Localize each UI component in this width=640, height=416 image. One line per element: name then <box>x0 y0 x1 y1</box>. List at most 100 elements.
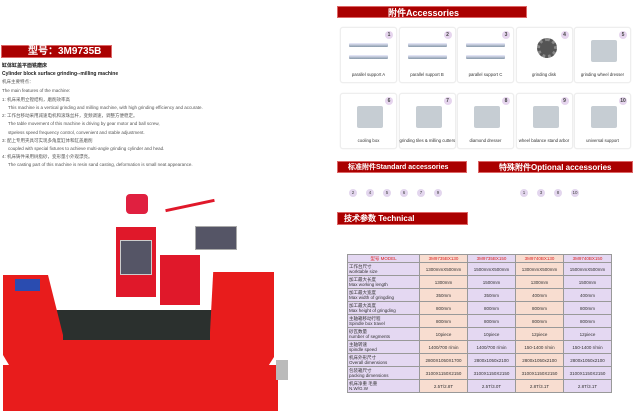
standard-accessory-number: 6 <box>400 189 408 197</box>
standard-accessory-number: 7 <box>417 189 425 197</box>
accessory-label: parallel support B <box>410 72 444 77</box>
standard-accessory-number: 5 <box>383 189 391 197</box>
accessory-label: parallel support A <box>351 72 386 77</box>
item-en: stpeless speed frequency control, conven… <box>8 130 145 135</box>
item-en: This machine is a vertical grinding and … <box>8 105 203 110</box>
accessory-number: 5 <box>619 31 627 39</box>
spec-value: 400mm <box>515 288 564 302</box>
accessory-label: diamond dresser <box>469 138 502 143</box>
spec-label-cn: 加工最大高度 <box>349 303 376 308</box>
spec-value: 1300mm <box>419 275 468 289</box>
features-en: The main features of the machine: <box>2 88 71 93</box>
spec-value: 1500mmX500mm <box>563 262 612 276</box>
standard-accessory-number: 9 <box>434 189 442 197</box>
spec-value: 2800x1050x2100 <box>515 353 564 367</box>
spec-label-cn: 加工最大宽度 <box>349 290 376 295</box>
name-en: Cylinder block surface grinding--milling… <box>2 71 119 77</box>
spec-label-en: Max working length <box>349 282 388 287</box>
accessory-label: grinding tiles & milling cutters <box>399 138 456 143</box>
spec-value: 800mm <box>419 314 468 328</box>
accessory-image <box>525 38 564 66</box>
optional-accessories-bar: 特殊附件Optional accessories <box>478 161 633 173</box>
spec-value: 12piece <box>515 327 564 341</box>
accessory-label: cooling box <box>357 138 380 143</box>
spec-label-en: packing dimensions <box>349 373 389 378</box>
spec-label-en: number of segments <box>349 334 391 339</box>
spec-value: 800mm <box>419 301 468 315</box>
accessory-number: 8 <box>502 97 510 105</box>
accessory-image <box>407 38 447 66</box>
tech-spec-title-bar: 技术参数 Technical Specifications <box>337 212 468 235</box>
spec-label-cn: 砂瓦数量 <box>349 329 367 334</box>
accessory-label: wheel balance stand arbor <box>518 138 570 143</box>
item-cn: 3: 配上专用夹具可实现多角度缸体和缸盖磨削 <box>2 138 93 143</box>
spec-value: 10piece <box>467 327 516 341</box>
spec-header-cell: 3M9740BX130 <box>515 254 564 263</box>
spec-value: 800mm <box>563 314 612 328</box>
spec-value: 800mm <box>467 314 516 328</box>
spec-value: 1500mmX500mm <box>467 262 516 276</box>
accessory-image <box>525 104 564 132</box>
spec-value: 1400/700 r/min <box>419 340 468 354</box>
accessory-card: 7 grinding tiles & milling cutters <box>398 93 456 149</box>
spec-label-cn: 工作台尺寸 <box>349 264 372 269</box>
item-en: The table movement of this machine is dr… <box>8 121 160 126</box>
accessory-label: grinding disk <box>531 72 557 77</box>
spec-value: 3100X1150X2150 <box>515 366 564 380</box>
spec-value: 1300mmX500mm <box>515 262 564 276</box>
accessory-image <box>349 38 388 66</box>
accessory-image <box>583 38 622 66</box>
accessory-card: 8 diamond dresser <box>457 93 514 149</box>
spec-header-cell: 型号 MODEL <box>347 254 420 263</box>
spec-label-en: Overall dimensions <box>349 360 388 365</box>
accessory-number: 3 <box>502 31 510 39</box>
standard-accessories-bar: 标准附件Standard accessories <box>337 161 467 173</box>
spec-value: 800mm <box>515 314 564 328</box>
item-cn: 1: 机床采用立镗结构，磨削效率高 <box>2 97 71 102</box>
features-cn: 机床主要特点： <box>2 79 34 84</box>
spec-label-cn: 机床净重 毛重 <box>349 381 378 386</box>
accessory-number: 4 <box>560 31 569 39</box>
accessory-image <box>466 104 505 132</box>
accessory-card: 4 grinding disk <box>515 27 573 83</box>
spec-header-cell: 3M9735BX150 <box>467 254 516 263</box>
accessories-title-bar: 附件Accessories <box>337 6 527 18</box>
spec-label-cn: 加工最大长度 <box>349 277 376 282</box>
item-en: coupled with special fixtures to achieve… <box>8 146 165 151</box>
spec-label-en: N.W/G.W <box>349 386 368 391</box>
accessory-number: 6 <box>385 97 393 105</box>
spec-label-en: Max width of gringding <box>349 295 395 300</box>
accessory-number: 7 <box>443 97 452 105</box>
spec-header-cell: 3M9735BX130 <box>419 254 468 263</box>
spec-label-cn: 主轴箱移动行程 <box>349 316 381 321</box>
accessory-card: 6 cooling box <box>340 93 397 149</box>
spec-value: 2.8T/3.1T <box>515 379 564 393</box>
spec-label-cn: 机床外形尺寸 <box>349 355 376 360</box>
accessory-image <box>408 104 447 132</box>
spec-label-cn: 包装箱尺寸 <box>349 368 372 373</box>
accessory-label: universal support <box>586 138 619 143</box>
accessory-image <box>466 38 505 66</box>
spec-value: 1300mmX500mm <box>419 262 468 276</box>
accessory-number: 1 <box>385 31 393 39</box>
spec-label-en: worktable size <box>349 269 378 274</box>
spec-value: 3100X1150X2150 <box>563 366 612 380</box>
